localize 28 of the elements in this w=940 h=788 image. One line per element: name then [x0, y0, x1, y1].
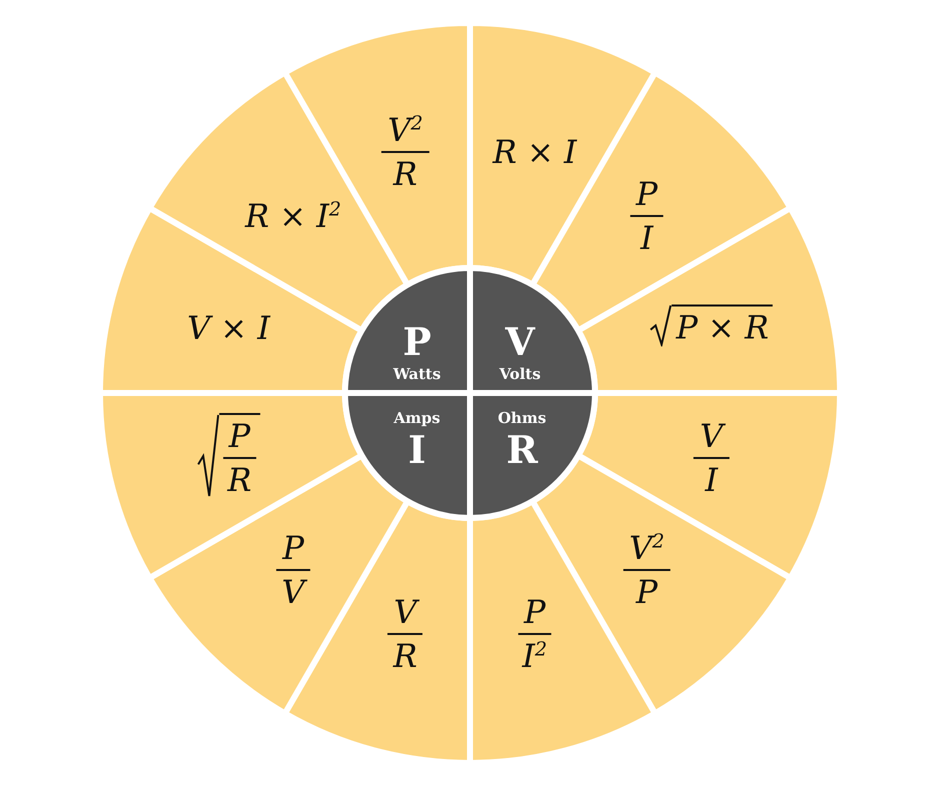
numerator: P: [518, 593, 552, 636]
unit-name: Ohms: [498, 408, 546, 428]
unit-name: Watts: [393, 364, 441, 384]
numerator: P: [630, 175, 664, 218]
denominator: V: [282, 570, 305, 611]
numerator: V: [388, 593, 423, 636]
formula: R × I$^{2}$: [245, 197, 342, 236]
unit-symbol: V: [505, 320, 535, 364]
unit-symbol: R: [506, 428, 538, 472]
unit-symbol: P: [402, 320, 432, 364]
denominator: R: [393, 636, 418, 676]
denominator: R: [227, 460, 252, 499]
denominator: R: [393, 154, 418, 193]
unit-name: Amps: [394, 408, 440, 428]
denominator: I: [640, 218, 654, 258]
numerator: V$^{2}$: [382, 110, 429, 153]
unit-name: Volts: [499, 364, 541, 384]
denominator: I$^{2}$: [522, 636, 548, 676]
denominator: I: [705, 460, 718, 499]
unit-symbol: I: [408, 428, 426, 472]
formula: V × I: [187, 309, 270, 348]
numerator: V$^{2}$: [623, 528, 670, 571]
numerator: P: [222, 416, 256, 459]
formula: R × I: [492, 132, 577, 171]
numerator: P: [276, 528, 310, 571]
denominator: P: [636, 572, 658, 611]
formula: P × R: [676, 308, 769, 347]
numerator: V: [694, 416, 730, 459]
